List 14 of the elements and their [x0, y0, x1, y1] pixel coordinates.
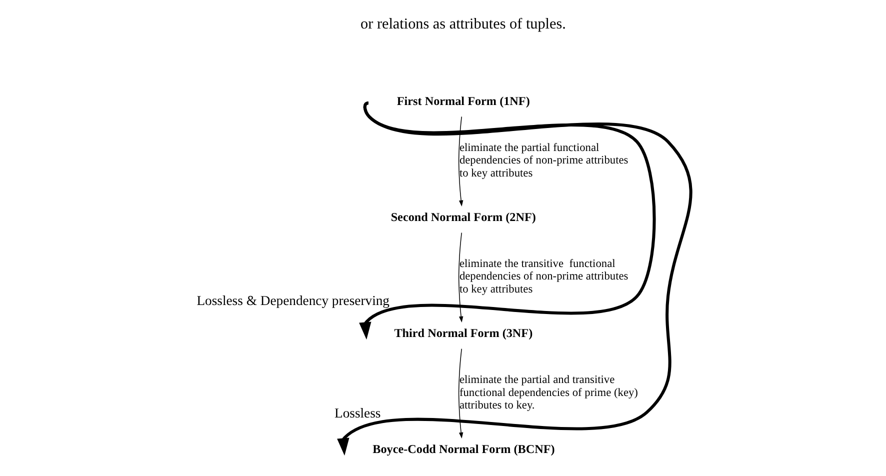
edge-label: eliminate the partial and transitive functional dependencies of prime (key) attributes to key. — [458, 374, 638, 412]
label: or relations as attributes of tuples. — [360, 16, 566, 33]
arrow — [458, 116, 463, 206]
edge-label: Lossless — [334, 406, 380, 421]
node-text: Third Normal Form (3NF) — [394, 326, 532, 340]
arrow — [458, 232, 463, 322]
arrow — [458, 348, 463, 439]
node-text: Second Normal Form (2NF) — [390, 210, 536, 224]
arrow — [336, 102, 692, 456]
node-text: Boyce-Codd Normal Form (BCNF) — [372, 442, 554, 456]
edge-label: eliminate the partial functional dependencies of non-prime attributes to key attributes — [458, 142, 628, 180]
node-text: First Normal Form (1NF) — [396, 94, 530, 108]
edge-label: Lossless & Dependency preserving — [196, 293, 390, 308]
edge-label: eliminate the transitive functional dependencies of non-prime attributes to key attributes — [458, 258, 628, 296]
